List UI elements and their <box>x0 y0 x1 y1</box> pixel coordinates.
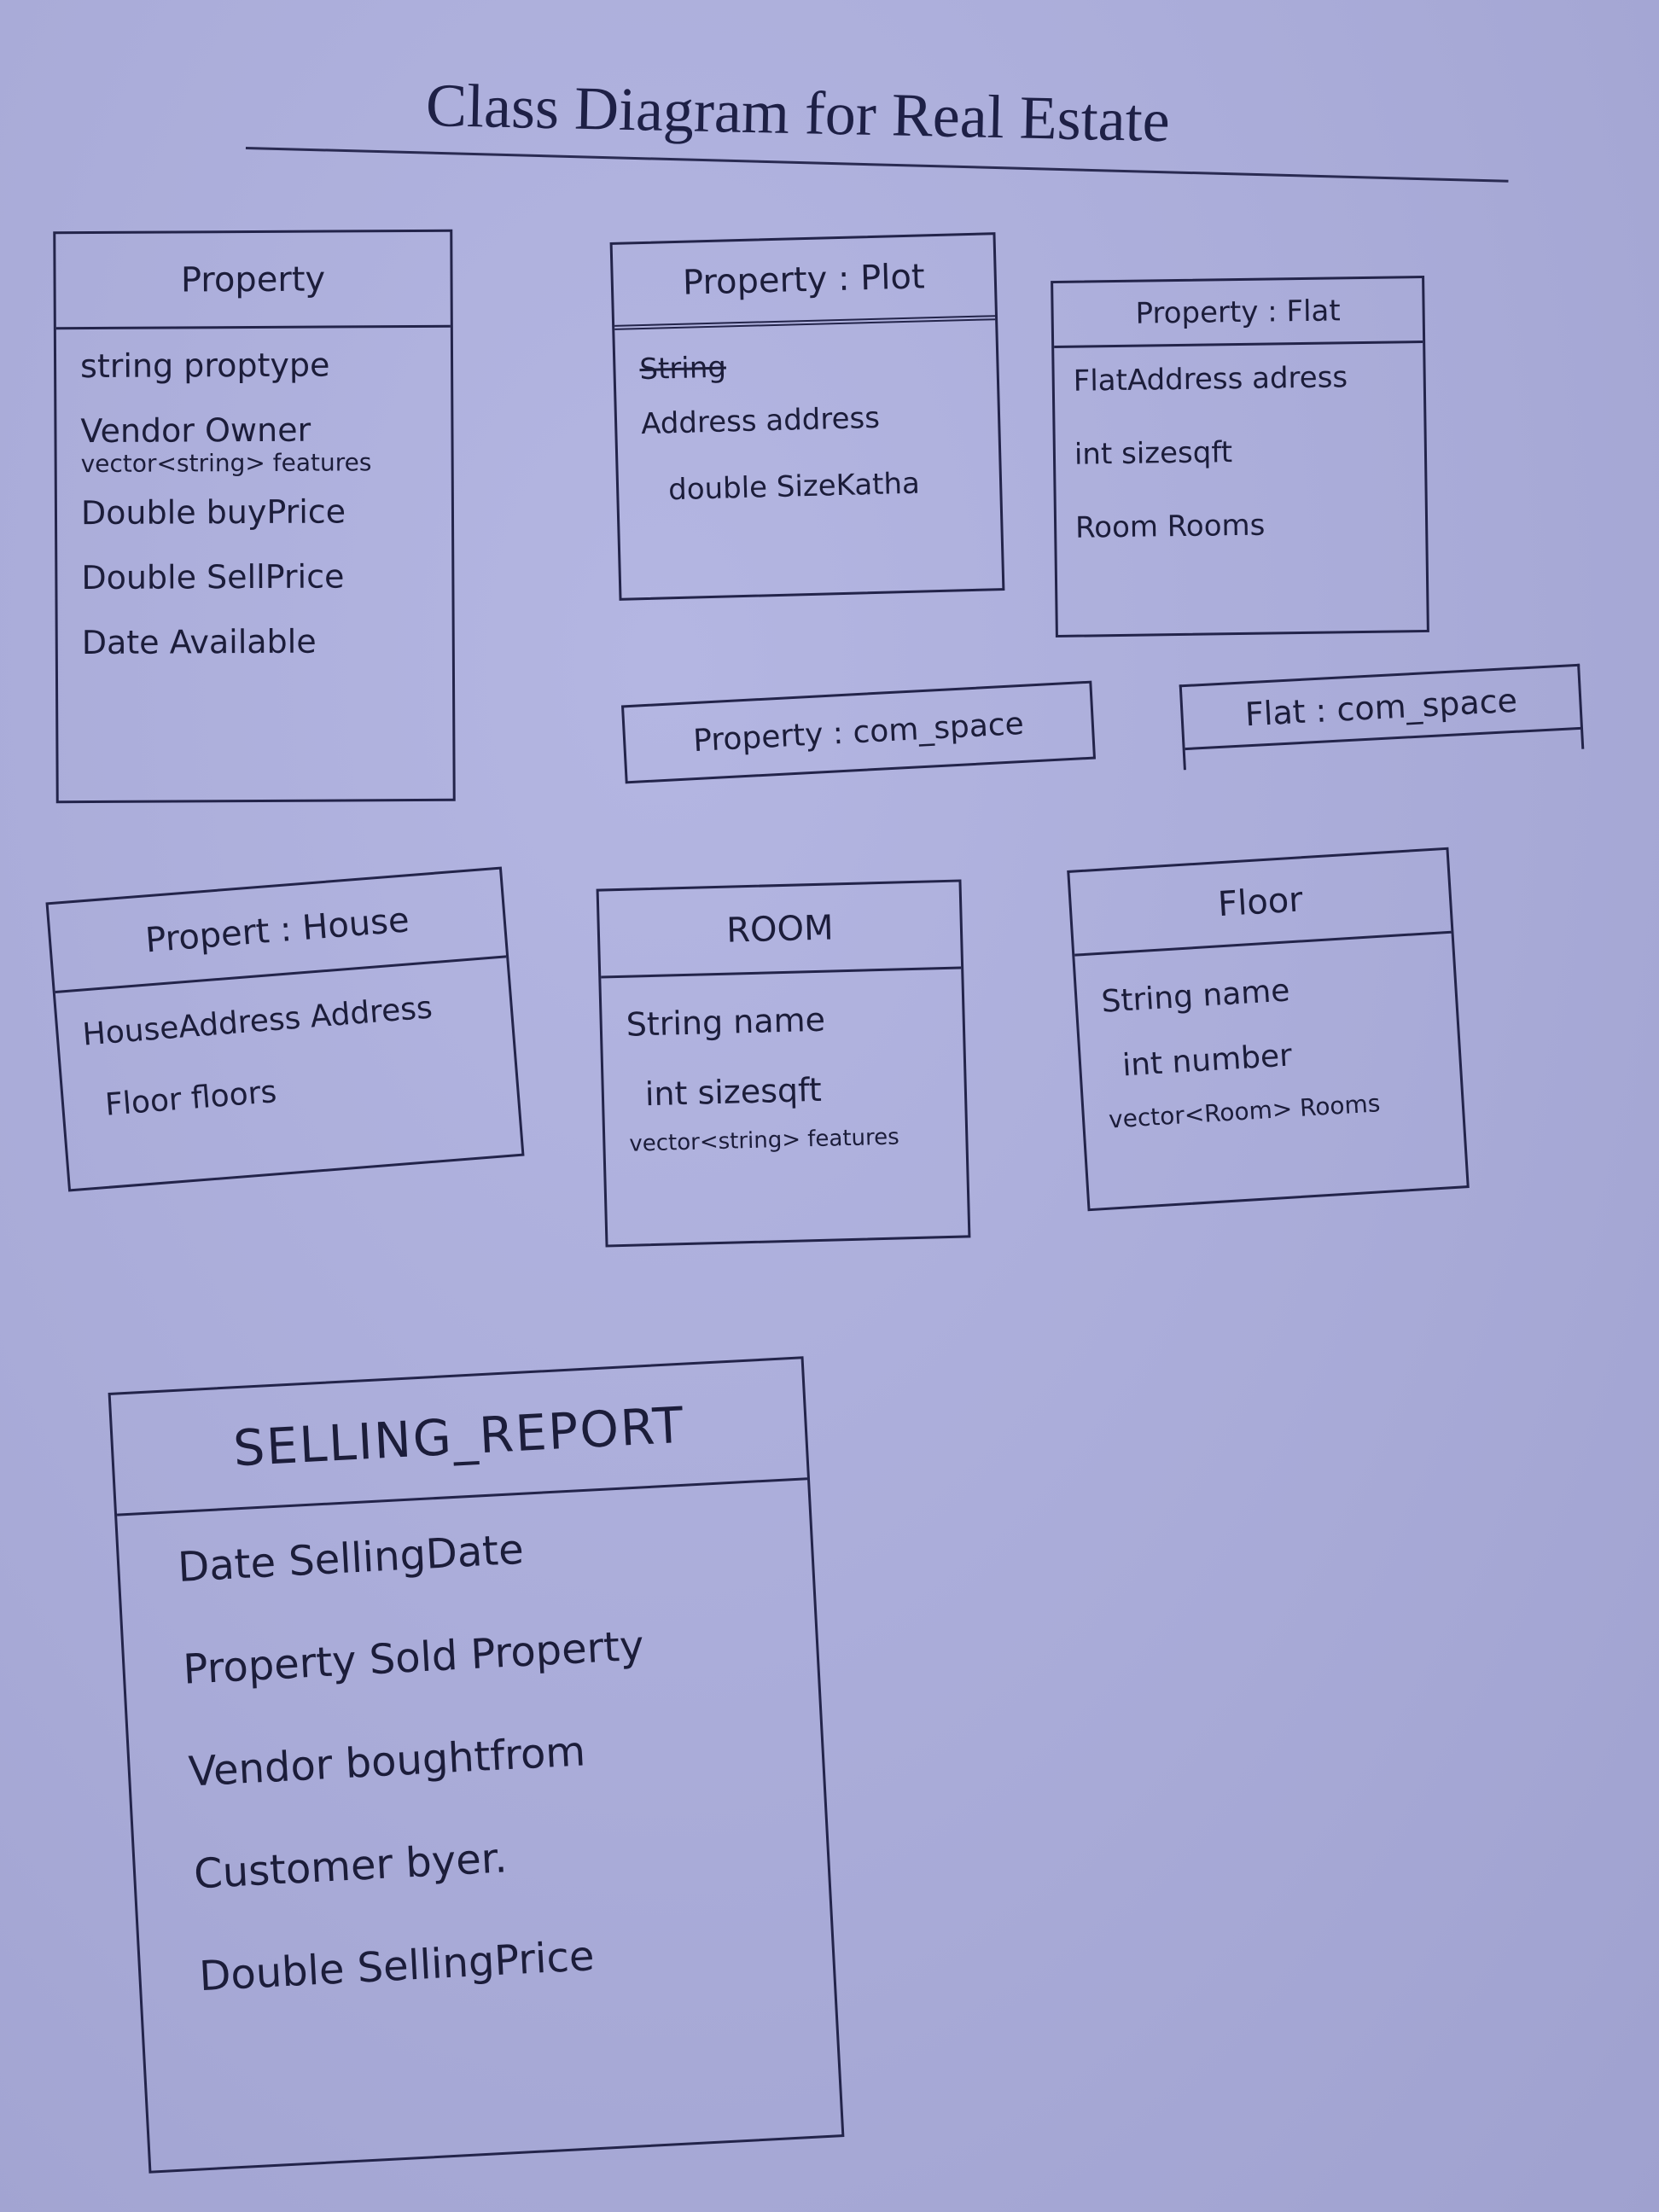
class-floor-attr-3: vector<Room> Rooms <box>1108 1089 1382 1134</box>
class-flat-attributes: FlatAddress adress int sizesqft Room Roo… <box>1054 343 1425 545</box>
class-property-attr-2: Vendor Owner <box>80 410 311 451</box>
class-room-name: ROOM <box>598 882 962 979</box>
class-property-attr-5: Double SellPrice <box>81 557 345 597</box>
class-plot-attr-2: Address address <box>640 400 881 442</box>
class-selling-report-attributes: Date SellingDate Property Sold Property … <box>117 1480 833 2000</box>
class-house: Propert : House HouseAddress Address Flo… <box>45 866 525 1192</box>
class-floor-attr-2: int number <box>1121 1038 1294 1084</box>
class-selling-report: SELLING_REPORT Date SellingDate Property… <box>108 1356 845 2174</box>
class-selling-report-attr-4: Customer byer. <box>192 1834 509 1899</box>
class-room-attr-3: vector<string> features <box>629 1124 900 1157</box>
class-property-attr-4: Double buyPrice <box>80 492 346 533</box>
class-flat: Property : Flat FlatAddress adress int s… <box>1051 275 1429 638</box>
class-flat-attr-3: Room Rooms <box>1074 508 1266 545</box>
class-property-attr-6: Date Available <box>81 622 317 662</box>
class-property-attr-3: vector<string> features <box>80 448 372 479</box>
class-room-attr-1: String name <box>626 1000 826 1044</box>
class-plot-name: Property : Plot <box>612 235 996 330</box>
class-selling-report-attr-1: Date SellingDate <box>176 1525 525 1592</box>
class-flat-attr-2: int sizesqft <box>1074 435 1233 472</box>
class-room-attr-2: int sizesqft <box>644 1070 823 1114</box>
class-floor-attr-1: String name <box>1100 973 1291 1020</box>
class-plot-attr-1: String <box>638 350 727 387</box>
class-house-attr-2: Floor floors <box>103 1074 278 1123</box>
class-floor-attributes: String name int number vector<Room> Room… <box>1074 934 1462 1134</box>
class-selling-report-attr-3: Vendor boughtfrom <box>187 1727 587 1796</box>
class-flat-name: Property : Flat <box>1053 278 1423 349</box>
class-plot: Property : Plot String Address address d… <box>609 232 1005 601</box>
class-room: ROOM String name int sizesqft vector<str… <box>596 879 971 1248</box>
class-house-attr-1: HouseAddress Address <box>81 990 434 1053</box>
class-flat-attr-1: FlatAddress adress <box>1073 360 1348 399</box>
class-property-attributes: string proptype Vendor Owner vector<stri… <box>56 328 452 662</box>
class-property: Property string proptype Vendor Owner ve… <box>53 229 456 804</box>
class-selling-report-attr-2: Property Sold Property <box>182 1621 645 1694</box>
class-property-name: Property <box>55 231 451 330</box>
class-plot-attr-3: double SizeKatha <box>667 466 921 508</box>
class-property-attr-1: string proptype <box>79 346 330 386</box>
class-plot-attributes: String Address address double SizeKatha <box>614 320 999 508</box>
class-selling-report-attr-5: Double SellingPrice <box>198 1932 596 2001</box>
class-room-attributes: String name int sizesqft vector<string> … <box>601 969 965 1157</box>
class-floor: Floor String name int number vector<Room… <box>1067 847 1470 1212</box>
